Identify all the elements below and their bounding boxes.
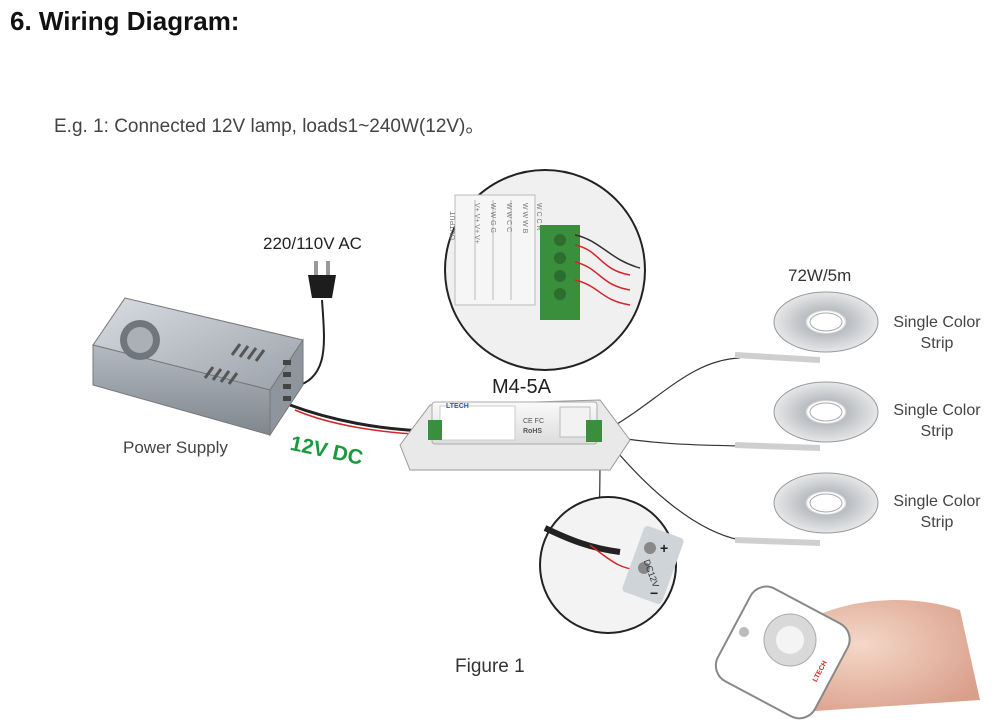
- led-strip-3-icon: [734, 472, 879, 546]
- power-input-closeup: [539, 496, 684, 634]
- power-input-plus: +: [660, 540, 669, 556]
- power-input-minus: −: [650, 585, 659, 601]
- led-strip-2-icon: [734, 381, 879, 451]
- strip-wattage-label: 72W/5m: [788, 266, 852, 285]
- terminal-row-2: W W G G: [489, 203, 496, 233]
- example-description: E.g. 1: Connected 12V lamp, loads1~240W(…: [54, 116, 485, 137]
- figure-caption: Figure 1: [455, 656, 525, 677]
- ac-plug-icon: [308, 261, 336, 298]
- terminal-row-4: W W W B: [521, 203, 528, 234]
- power-supply-label: Power Supply: [123, 438, 228, 457]
- ac-input-label: 220/110V AC: [263, 234, 362, 253]
- power-input-wire: [597, 441, 601, 521]
- ac-cable: [289, 299, 325, 389]
- dc-voltage-label: 12V DC: [288, 432, 365, 470]
- dc-cable: [289, 403, 431, 436]
- power-input-voltage: DC12V: [641, 558, 661, 589]
- controller-brand-text: LTECH: [446, 403, 469, 410]
- strip-label-3: Single Color Strip: [893, 493, 981, 531]
- terminal-row-5: W C C R: [535, 203, 542, 231]
- remote-brand-text: LTECH: [812, 659, 829, 684]
- page-heading: 6. Wiring Diagram:: [10, 6, 240, 36]
- terminal-output-header: OUTPUT: [450, 211, 457, 240]
- power-supply-icon: [92, 297, 304, 437]
- strip-label-1: Single Color Strip: [893, 314, 981, 352]
- terminal-row-3: W W C C: [505, 203, 512, 233]
- controller-rohs-text: RoHS: [523, 428, 543, 435]
- led-strip-1-icon: [734, 291, 879, 363]
- strip-wires: [606, 357, 741, 541]
- controller-model-label: M4-5A: [492, 376, 551, 398]
- strip-label-2: Single Color Strip: [893, 402, 981, 440]
- terminal-row-1: V+ V+ V+ V+: [473, 203, 480, 244]
- remote-control-icon: [714, 585, 980, 720]
- controller-ce-text: CE FC: [523, 418, 544, 425]
- controller-m4-5a-icon: [399, 399, 631, 471]
